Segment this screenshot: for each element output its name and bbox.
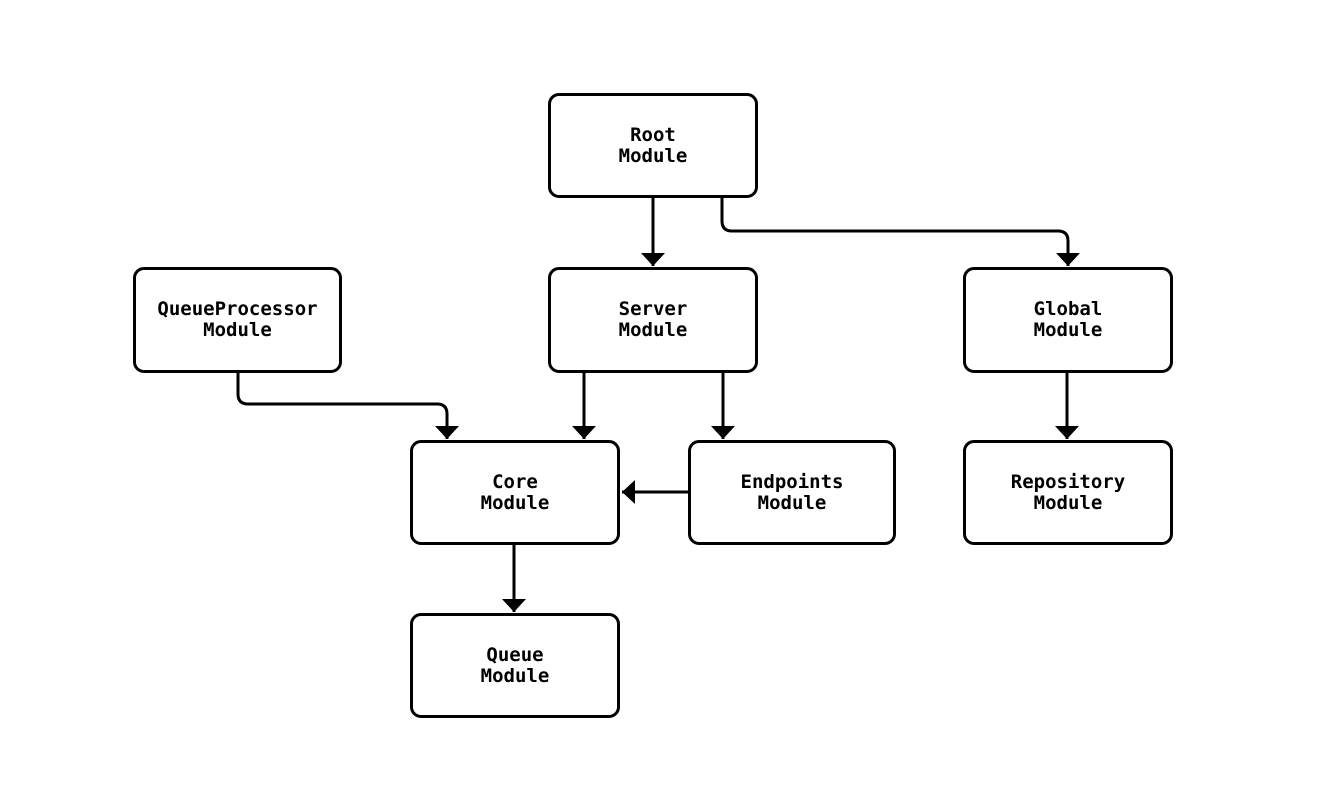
node-server-module: Server Module	[548, 267, 758, 373]
node-label-line: QueueProcessor	[157, 298, 318, 320]
node-label-line: Repository	[1010, 470, 1126, 493]
node-queue-module: Queue Module	[410, 613, 620, 718]
node-label-line: Module	[757, 491, 827, 514]
node-label-line: Root	[630, 123, 676, 146]
node-endpoints-module: Endpoints Module	[688, 440, 896, 545]
node-label-line: Core	[492, 470, 538, 493]
node-global-module: Global Module	[963, 267, 1173, 373]
edge-queueprocessor-to-core	[236, 373, 459, 439]
node-repository-module: Repository Module	[963, 440, 1173, 545]
node-core-module: Core Module	[410, 440, 620, 545]
node-label-line: Module	[618, 319, 688, 341]
edge-root-to-global	[720, 198, 1080, 266]
node-label-line: Server	[618, 298, 688, 320]
node-label-line: Module	[1033, 491, 1103, 514]
node-queueprocessor-module: QueueProcessor Module	[133, 267, 342, 373]
node-label-line: Global	[1033, 298, 1103, 320]
node-label-line: Module	[618, 144, 688, 167]
node-label-line: Endpoints	[740, 470, 844, 493]
node-label-line: Module	[480, 664, 550, 687]
node-root-module: Root Module	[548, 93, 758, 198]
node-label-line: Module	[1033, 319, 1103, 341]
node-label-line: Module	[203, 319, 272, 341]
node-label-line: Module	[480, 491, 550, 514]
node-label-line: Queue	[486, 643, 544, 666]
